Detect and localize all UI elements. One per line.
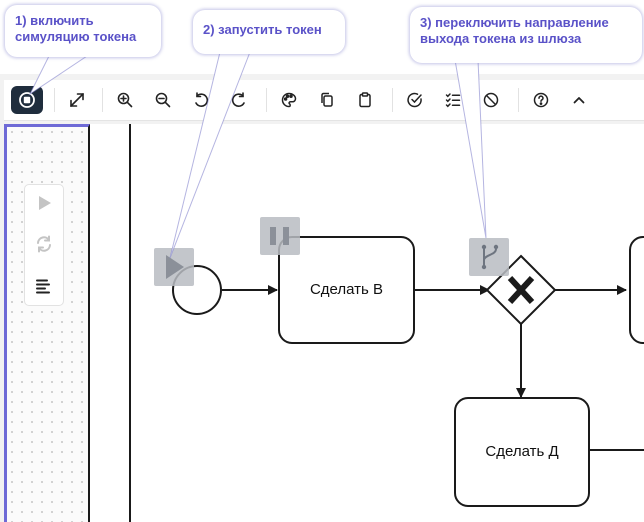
pause-token-icon[interactable] (260, 217, 300, 255)
toolbar-separator (102, 88, 103, 112)
play-token-icon[interactable] (154, 248, 194, 286)
toolbar-separator (518, 88, 519, 112)
callout-switch-gateway: 3) переключить направление выхода токена… (410, 7, 642, 63)
expand-icon (70, 93, 84, 107)
disable-button[interactable] (478, 87, 504, 113)
zoom-out-button[interactable] (150, 87, 176, 113)
toolbar-separator (392, 88, 393, 112)
reset-button[interactable] (32, 232, 56, 256)
task-sdelat-v[interactable] (278, 236, 415, 344)
check-circle-icon (407, 92, 422, 108)
zoom-in-icon (117, 92, 133, 108)
toolbar-separator (266, 88, 267, 112)
simulation-palette (24, 184, 64, 306)
checklist-button[interactable] (440, 87, 466, 113)
callout-start-token: 2) запустить токен (193, 10, 345, 54)
redo-button[interactable] (226, 87, 252, 113)
log-button[interactable] (32, 274, 56, 298)
toolbar (4, 80, 644, 121)
log-icon (36, 279, 50, 294)
task-label: Сделать Д (485, 443, 559, 460)
task-offscreen[interactable] (629, 236, 644, 344)
zoom-in-button[interactable] (112, 87, 138, 113)
toolbar-separator (54, 88, 55, 112)
gateway-direction-icon[interactable] (469, 238, 509, 276)
fullscreen-button[interactable] (64, 87, 90, 113)
task-label: Сделать В (309, 281, 384, 298)
color-button[interactable] (276, 87, 302, 113)
callout-enable-simulation: 1) включить симуляцию токена (5, 5, 161, 57)
undo-button[interactable] (188, 87, 214, 113)
validate-button[interactable] (402, 87, 428, 113)
undo-icon (195, 92, 209, 107)
clipboard-icon (359, 92, 371, 108)
reset-icon (37, 235, 51, 253)
collapse-button[interactable] (566, 87, 592, 113)
play-icon (39, 196, 51, 210)
zoom-out-icon (155, 92, 171, 108)
chevron-up-icon (573, 97, 585, 104)
copy-button[interactable] (314, 87, 340, 113)
diagram-canvas[interactable]: Сделать В Сделать Д (4, 124, 644, 522)
toggle-simulation-button[interactable] (11, 86, 43, 114)
task-sdelat-d[interactable] (454, 397, 590, 507)
palette-icon (281, 92, 297, 108)
record-stop-icon (19, 92, 35, 108)
lane-divider (129, 124, 131, 522)
gateway-x-marker (507, 275, 535, 305)
help-button[interactable] (528, 87, 554, 113)
checklist-icon (445, 93, 461, 108)
help-icon (533, 92, 549, 108)
paste-button[interactable] (352, 87, 378, 113)
bpmn-diagram (154, 217, 644, 507)
ban-icon (483, 92, 499, 108)
play-button[interactable] (32, 191, 56, 215)
redo-icon (231, 92, 245, 107)
copy-icon (321, 92, 333, 107)
